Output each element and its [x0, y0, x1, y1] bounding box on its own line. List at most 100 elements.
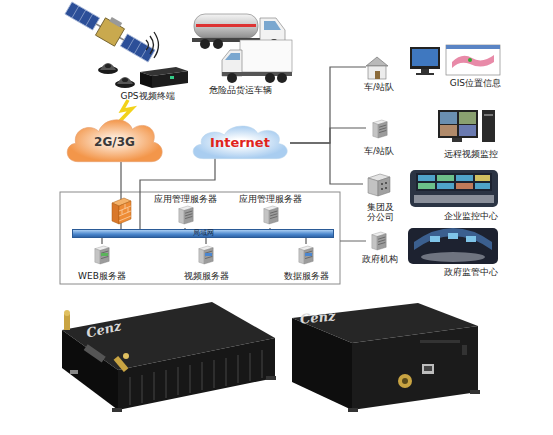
device-photo	[62, 302, 276, 412]
server-icon	[179, 206, 193, 224]
satellite	[63, 0, 158, 65]
satellite-part	[120, 34, 155, 62]
building-icon-part	[378, 177, 390, 196]
node-content: 应用管理服务器	[235, 194, 305, 228]
monitor-node: 远程视频监控	[405, 105, 500, 159]
device-photo-part	[64, 314, 70, 330]
box-truck-part	[225, 53, 240, 60]
firewall-icon-part-part	[128, 208, 129, 212]
site-node: 集团及 分公司	[355, 172, 405, 222]
node-label: 2G/3G	[94, 136, 135, 149]
device-photo-part	[130, 350, 262, 405]
site-node: 车/站队	[358, 55, 400, 92]
device-photo	[292, 303, 480, 412]
pc-monitor-part	[421, 69, 429, 73]
gps-terminal-part	[140, 72, 152, 88]
server-node: WEB服务器	[72, 243, 132, 281]
node-label: 车/站队	[364, 146, 394, 156]
link-line	[340, 241, 366, 242]
dome-camera-part	[100, 63, 116, 70]
monitor-node: GIS位置信息	[405, 42, 503, 88]
gps-terminal-part	[152, 71, 188, 88]
device-photo-part-part	[249, 353, 251, 381]
dome-camera-part	[122, 78, 128, 82]
device-photo-part	[70, 370, 78, 374]
node-label: 数据服务器	[284, 271, 329, 281]
device-photo-part	[123, 353, 129, 359]
cloud-outline	[67, 120, 162, 162]
server-icon	[372, 232, 386, 250]
server-icon	[199, 246, 213, 264]
node-content: 车/站队	[358, 55, 400, 92]
gis-map-part	[452, 55, 494, 68]
server-node: 应用管理服务器	[235, 194, 305, 228]
tanker-truck-part	[264, 21, 281, 30]
connector-line	[290, 128, 366, 143]
device-photo-part	[352, 326, 478, 410]
box-truck-part	[265, 73, 275, 83]
building-icon-part	[381, 183, 383, 185]
connector-line	[140, 158, 215, 229]
device-photo-part	[84, 344, 106, 362]
device-photo-part	[402, 378, 408, 384]
node-label: 政府机构	[362, 254, 398, 264]
control-center-photo	[410, 170, 498, 207]
tanker-truck-part	[194, 14, 258, 38]
dome-camera-part	[117, 77, 133, 84]
node-content: GIS位置信息	[405, 42, 503, 88]
firewall-icon	[112, 198, 131, 224]
status-led	[205, 253, 212, 256]
device-photo-part-part	[165, 370, 167, 398]
control-center-photo-part	[437, 175, 454, 181]
tanker-truck-part	[200, 39, 210, 49]
signal-waves-part	[150, 36, 154, 54]
tanker-truck-part	[213, 39, 223, 49]
node-content: 视频服务器	[176, 243, 236, 281]
server-icon	[264, 206, 278, 224]
network-cloud: 2G/3G	[62, 112, 167, 166]
satellite-part	[109, 17, 122, 27]
box-truck-part	[277, 73, 287, 83]
pc-monitor-part	[459, 112, 476, 124]
tanker-truck-part	[196, 24, 256, 27]
node-label: 应用管理服务器	[239, 194, 302, 204]
node-label: 视频服务器	[184, 271, 229, 281]
device-photo-part-part	[201, 362, 203, 390]
building-icon	[368, 174, 390, 196]
node-content: 数据服务器	[276, 243, 336, 281]
pc-monitor-part	[459, 125, 476, 136]
server-icon	[299, 246, 313, 264]
wireless-link	[120, 100, 132, 121]
node-content: 车/站队	[358, 116, 400, 156]
satellite-part	[127, 38, 134, 50]
supervision-center-photo-part	[421, 252, 485, 262]
device-photo-part	[462, 345, 467, 355]
pc-monitor	[410, 47, 440, 75]
device-photo-part	[266, 376, 276, 380]
device-photo-part	[112, 408, 122, 412]
pc-monitor-part	[416, 73, 434, 75]
pc-monitor-part	[438, 110, 478, 138]
control-center-photo-part	[416, 173, 492, 191]
monitor-node: 企业监控中心	[405, 168, 500, 221]
device-photo-part	[420, 340, 460, 343]
device-photo-part	[424, 366, 432, 371]
vehicle-node: 危险品货运车辆	[190, 83, 290, 97]
device-photo-part-part	[189, 365, 191, 393]
building-icon-part	[385, 182, 387, 184]
node-content: 政府机构	[355, 228, 405, 264]
device-photo-part-part	[153, 372, 155, 400]
gis-map-part	[446, 45, 500, 75]
gps-terminal-part	[170, 76, 174, 79]
device-photo-part	[64, 310, 70, 316]
signal-waves-part	[146, 40, 149, 50]
pc-monitor-part	[440, 125, 457, 136]
control-center-photo-part	[418, 183, 435, 189]
building-icon-part	[381, 188, 383, 190]
control-center-photo-part	[418, 175, 435, 181]
supervision-center-photo-part	[408, 228, 498, 264]
supervision-center-photo-part	[466, 236, 476, 242]
node-label: 企业监控中心	[444, 211, 498, 221]
firewall-icon-part	[119, 204, 131, 221]
device-photo-part-part	[129, 377, 131, 405]
